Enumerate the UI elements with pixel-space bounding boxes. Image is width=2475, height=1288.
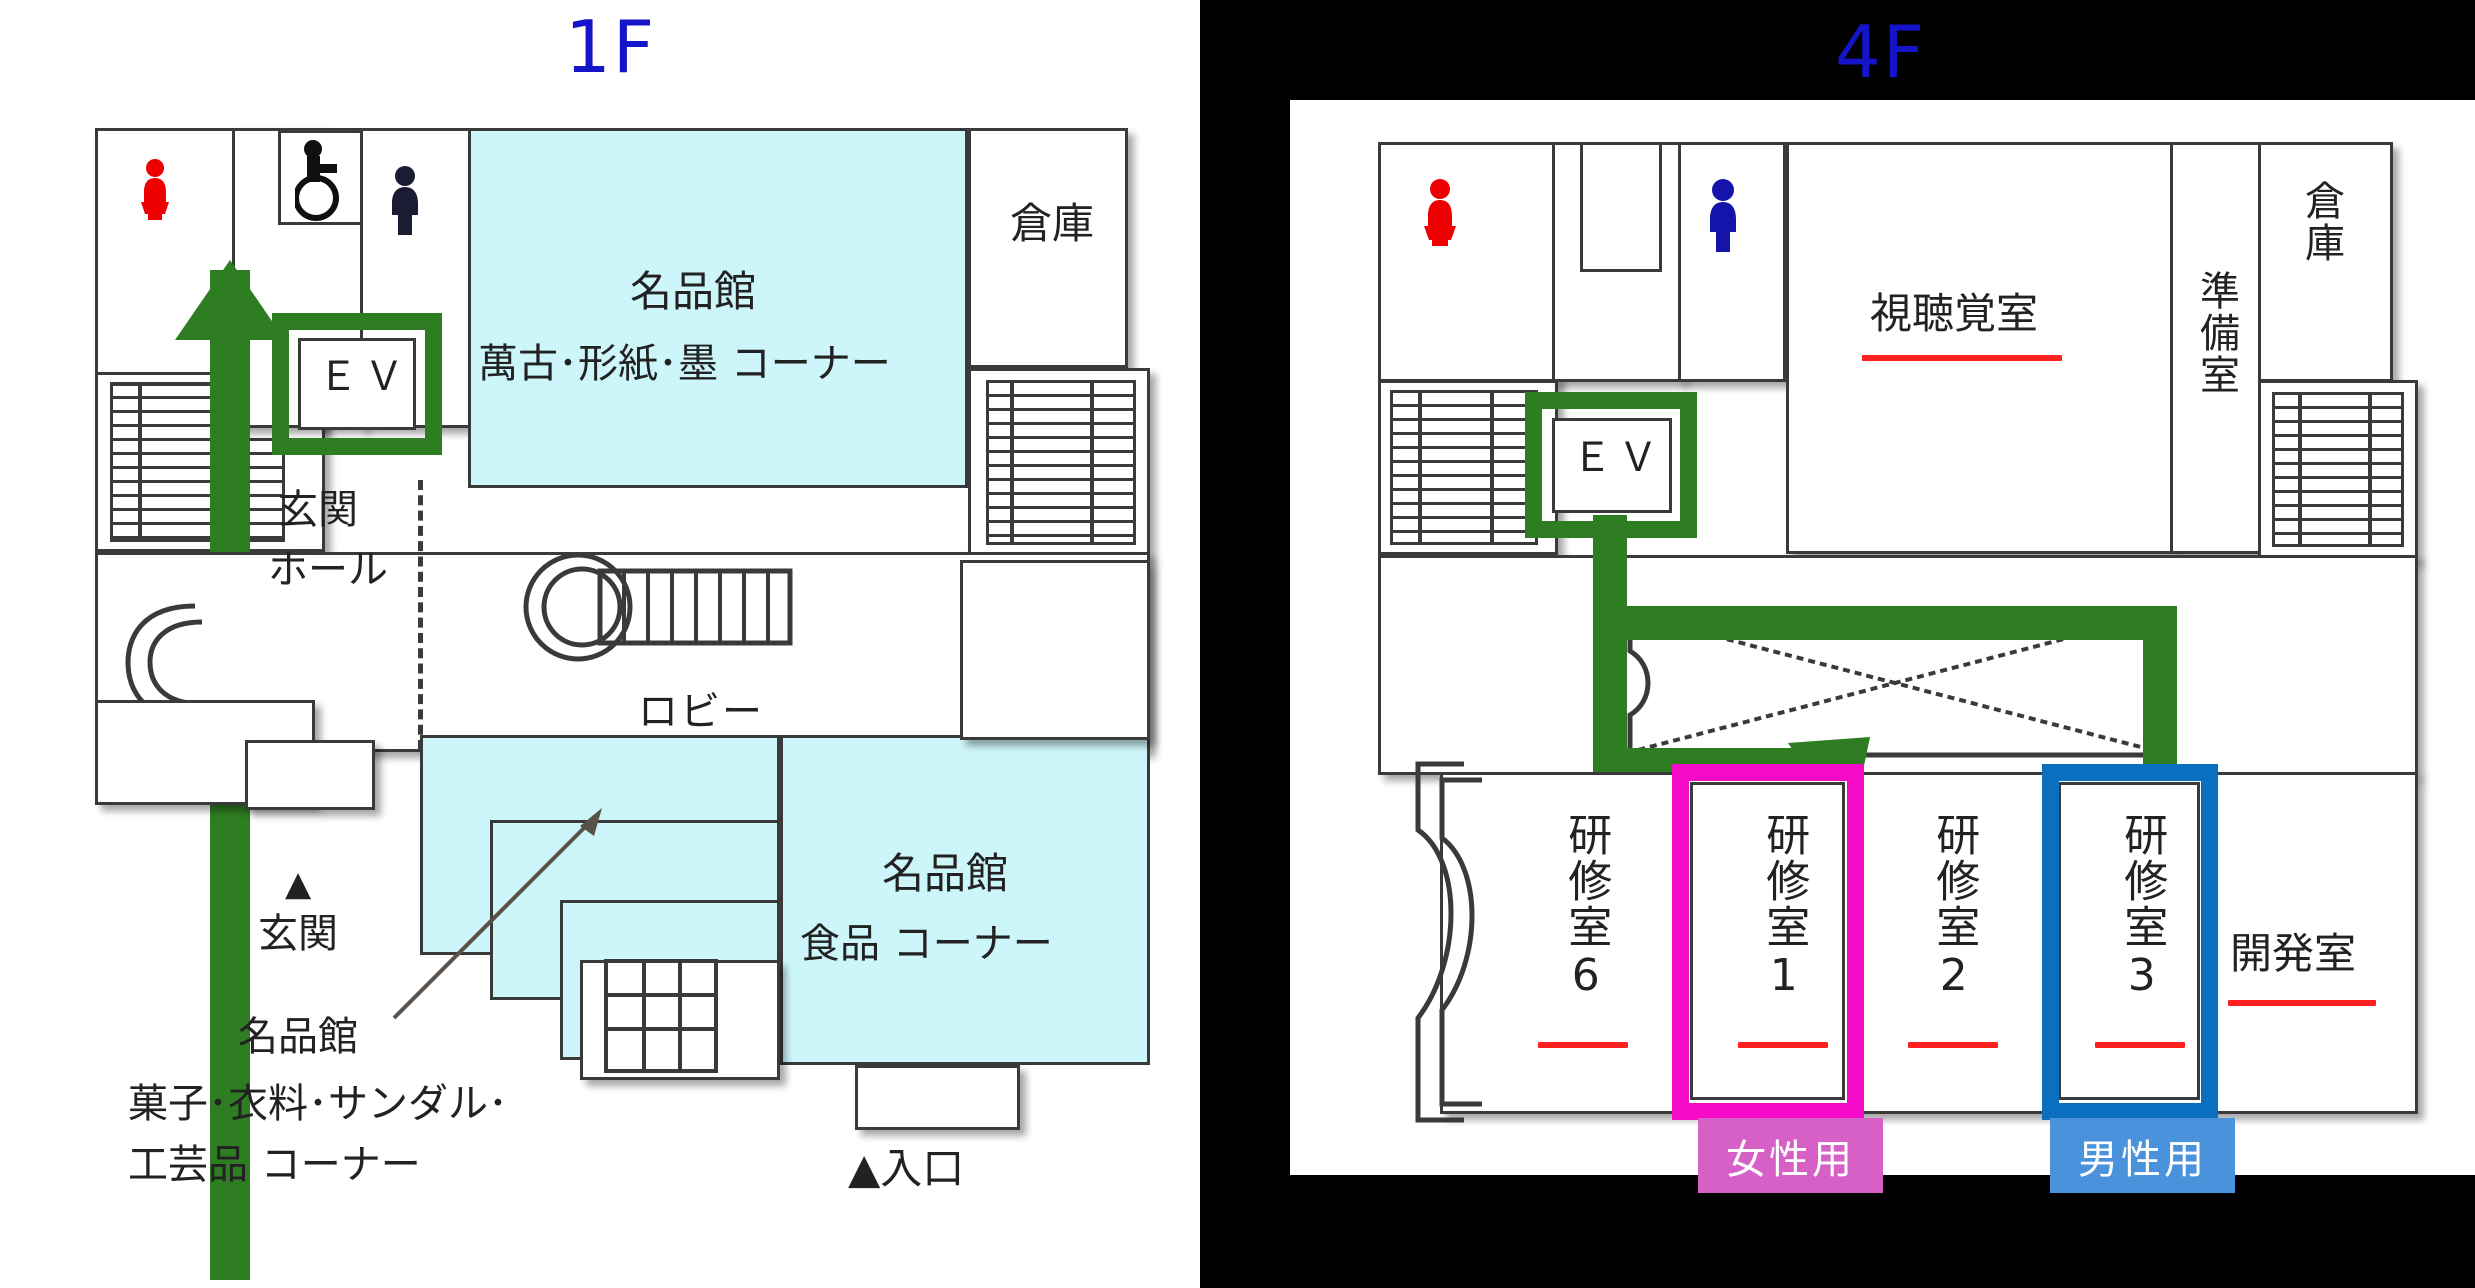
room-band-training-4f bbox=[1440, 772, 2418, 1114]
area-food-corner-1f bbox=[780, 735, 1150, 1065]
floor-panel-4f: 4F bbox=[1290, 10, 2475, 1193]
ev-label-4f: ＥＶ bbox=[1572, 435, 1664, 481]
curved-wall-4f bbox=[1415, 761, 1482, 1123]
label-meihinkan-lower: 名品館 bbox=[238, 1014, 358, 1060]
mens-restroom-icon-svg-4f bbox=[1710, 179, 1736, 252]
room-elevator-4f bbox=[1552, 418, 1672, 513]
label-meihinkan-top-sub: 萬古･形紙･墨 コーナー bbox=[478, 341, 891, 387]
stairs-hatch-4f-left bbox=[1390, 390, 1538, 545]
label-meihinkan-food: 名品館 bbox=[882, 849, 1009, 898]
underline-training-1 bbox=[1738, 1042, 1828, 1048]
wheelchair-icon-svg bbox=[293, 140, 339, 221]
underline-training-3 bbox=[2095, 1042, 2185, 1048]
room-souko-4f bbox=[2258, 142, 2393, 382]
room-souko-1f bbox=[968, 128, 1128, 368]
womens-restroom-icon bbox=[1418, 178, 1460, 248]
tag-mens-use: 男性用 bbox=[2050, 1118, 2235, 1193]
floor-title-1f: 1F bbox=[565, 5, 657, 89]
stairs-hatch-4f-right bbox=[2272, 392, 2404, 547]
label-meihinkan-lower-sub1: 菓子･衣料･サンダル･ bbox=[128, 1081, 508, 1127]
room-entrance-box-1f bbox=[855, 1065, 1020, 1130]
ev-highlight-box-4f bbox=[1525, 392, 1697, 538]
spiral-stairs-1f bbox=[523, 552, 793, 662]
label-souko-4f: 倉庫 bbox=[2298, 180, 2344, 264]
floor-title-4f: 4F bbox=[1835, 10, 1927, 94]
label-av-room-4f: 視聴覚室 bbox=[1870, 289, 2039, 338]
label-entrance-1f: ▲入口 bbox=[848, 1144, 965, 1193]
room-womens-restroom-4f bbox=[1378, 142, 1558, 382]
stairs-lower-1f bbox=[604, 959, 718, 1073]
divider-dashed-1f bbox=[418, 480, 423, 750]
label-training-room-3: 研修室3 bbox=[2116, 812, 2168, 1003]
room-lower-left-2-1f bbox=[245, 740, 375, 810]
mens-restroom-icon bbox=[1700, 178, 1744, 254]
label-training-room-2: 研修室2 bbox=[1928, 812, 1980, 1003]
mens-restroom-icon-svg bbox=[392, 166, 418, 235]
wheelchair-restroom-icon bbox=[293, 140, 345, 221]
area-meihinkan-top-1f bbox=[468, 128, 968, 488]
mens-restroom-icon bbox=[383, 165, 425, 237]
underline-av-room bbox=[1862, 355, 2062, 361]
room-av-4f bbox=[1786, 142, 2174, 554]
label-meihinkan-lower-sub2: 工芸品 コーナー bbox=[128, 1142, 421, 1188]
label-lobby-1f: ロビー bbox=[638, 689, 764, 735]
genkan-marker-icon: ▲ bbox=[285, 864, 312, 904]
ev-label-1f: ＥＶ bbox=[318, 354, 410, 400]
womens-restroom-icon bbox=[135, 158, 175, 224]
floor-panel-1f: 1F bbox=[0, 0, 1200, 1288]
label-training-room-6: 研修室6 bbox=[1560, 812, 1612, 1003]
room-elevator-1f bbox=[298, 338, 416, 430]
room-mens-restroom-4f bbox=[1678, 142, 1786, 382]
label-genkan-1f: 玄関 bbox=[258, 911, 338, 957]
tag-womens-use: 女性用 bbox=[1698, 1118, 1883, 1193]
ev-highlight-box-1f bbox=[272, 313, 442, 455]
label-souko-1f: 倉庫 bbox=[1010, 199, 1095, 248]
label-meihinkan-top: 名品館 bbox=[630, 267, 757, 316]
womens-restroom-icon-svg-4f bbox=[1424, 179, 1456, 246]
label-genkan-hall-line1: 玄関 bbox=[278, 487, 358, 533]
training-1-highlight-box bbox=[1672, 764, 1864, 1120]
room-prep-4f bbox=[2170, 142, 2262, 554]
label-genkan-hall-line2: ホール bbox=[268, 547, 388, 593]
room-right-mid-1f bbox=[960, 560, 1150, 740]
training-3-highlight-box bbox=[2042, 764, 2218, 1120]
womens-restroom-icon-svg bbox=[141, 159, 169, 220]
underline-dev-room bbox=[2228, 1000, 2376, 1006]
label-meihinkan-food-sub: 食品 コーナー bbox=[800, 921, 1053, 967]
underline-training-6 bbox=[1538, 1042, 1628, 1048]
label-training-room-1: 研修室1 bbox=[1758, 812, 1810, 1003]
label-prep-room-4f: 準備室 bbox=[2193, 270, 2239, 396]
corridor-4f bbox=[1378, 555, 2418, 775]
stairs-hatch-1f-right bbox=[986, 380, 1136, 545]
underline-training-2 bbox=[1908, 1042, 1998, 1048]
label-dev-room-4f: 開発室 bbox=[2230, 929, 2357, 978]
pointer-line-1f bbox=[392, 808, 602, 1020]
room-stall-4f bbox=[1580, 142, 1662, 272]
